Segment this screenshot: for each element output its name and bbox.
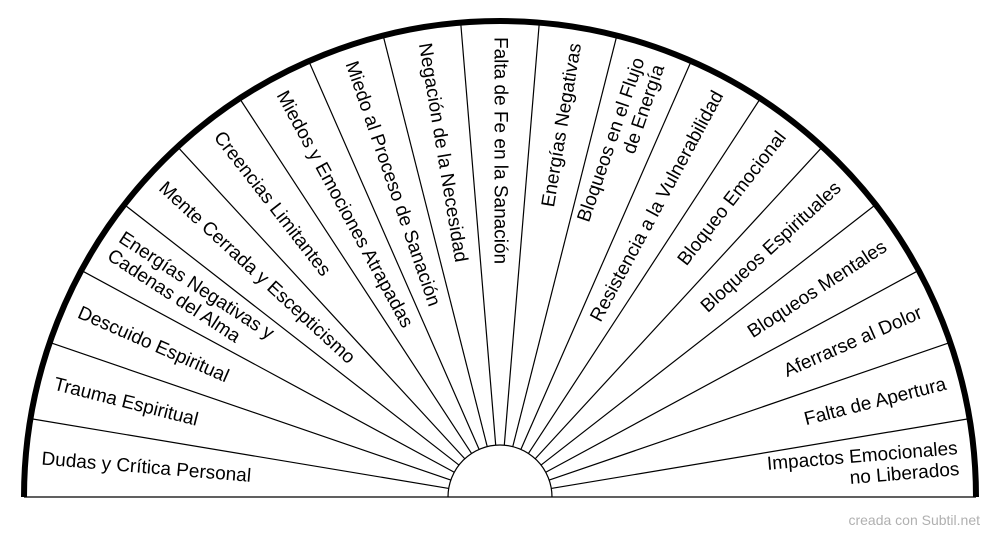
sector-label-line: Dudas y Crítica Personal <box>41 449 252 487</box>
sector-label: Aferrarse al Dolor <box>781 302 926 381</box>
sector-divider <box>177 146 466 460</box>
sector-label: Falta de Fe en la Sanación <box>490 37 511 264</box>
sector-divider <box>81 269 455 473</box>
sector-divider <box>503 22 540 446</box>
sector-divider <box>124 204 460 466</box>
sector-label: Trauma Espiritual <box>51 374 200 431</box>
sector-dividers <box>30 22 970 490</box>
sector-divider <box>540 204 876 466</box>
sector-label-line: Aferrarse al Dolor <box>781 302 926 381</box>
sector-divider <box>520 60 692 450</box>
watermark: creada con Subtil.net <box>848 512 980 528</box>
sector-label: Dudas y Crítica Personal <box>41 449 252 487</box>
sector-divider <box>545 269 919 473</box>
sector-divider <box>551 418 970 490</box>
sector-divider <box>460 22 497 446</box>
sector-divider <box>548 341 951 481</box>
sector-label-line: Falta de Fe en la Sanación <box>490 37 511 264</box>
sector-divider <box>308 60 480 450</box>
sector-divider <box>527 98 761 454</box>
sector-divider <box>49 341 452 481</box>
sector-divider <box>512 35 618 447</box>
sector-label-line: Trauma Espiritual <box>51 374 200 431</box>
sector-labels: Dudas y Crítica Personal Trauma Espiritua… <box>41 37 960 489</box>
sector-divider <box>239 98 473 454</box>
sector-label: Falta de Apertura <box>802 374 949 430</box>
center-hub <box>447 444 553 498</box>
sector-label-line: Falta de Apertura <box>802 374 949 430</box>
sector-label-line: Negación de la Necesidad <box>414 42 471 264</box>
sector-label: Negación de la Necesidad <box>414 42 471 264</box>
sector-divider <box>382 35 488 447</box>
outer-arc <box>21 18 979 498</box>
sector-divider <box>30 418 449 490</box>
sector-divider <box>534 146 823 460</box>
